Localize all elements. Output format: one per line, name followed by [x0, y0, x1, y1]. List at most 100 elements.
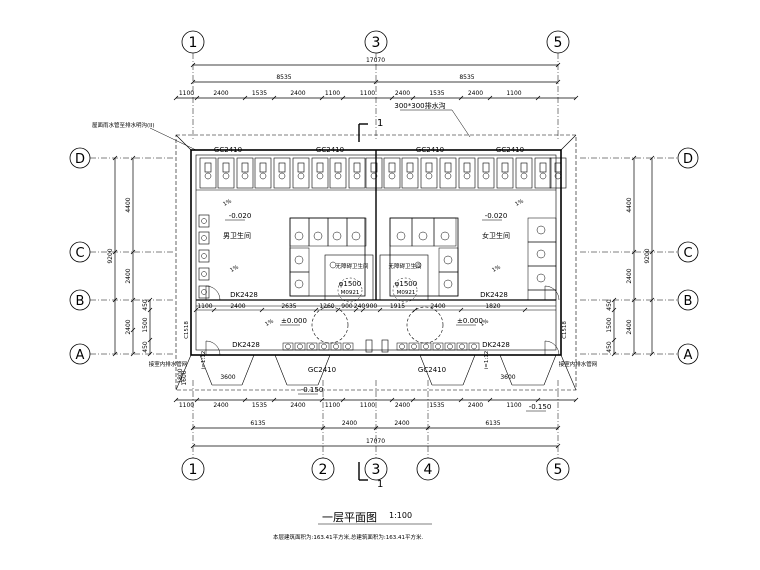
- dim-mid-row: 240: [354, 303, 366, 310]
- dim-left-inner: 4400: [125, 197, 132, 212]
- dim-mid-row: 2400: [430, 303, 445, 310]
- window-label-5: GC2410: [308, 366, 336, 374]
- level-main-right: -0.020: [485, 212, 508, 220]
- dim-bottom-axis: 2400: [394, 420, 409, 427]
- dim-mid-row: 1915: [390, 303, 405, 310]
- dim-overall-bottom: 17070: [366, 438, 385, 445]
- dim-top-seg: 2400: [468, 90, 483, 97]
- dim-right-inner: 2400: [626, 268, 633, 283]
- ramp-right: i=1:12: [484, 351, 490, 370]
- drawing-title: 一层平面图: [322, 511, 377, 524]
- grid-bubble-right-B: B: [684, 294, 693, 309]
- grid-bubble-left-B: B: [76, 294, 85, 309]
- dim-bottom-seg: 1100: [179, 402, 194, 409]
- window-label-6: GC2410: [418, 366, 446, 374]
- window-label-4: GC2410: [496, 146, 524, 154]
- dim-right-outer: 9200: [644, 248, 651, 263]
- dim-right-small: 450: [606, 341, 613, 353]
- door-m0921-2: M0921: [397, 290, 416, 296]
- dim-mid-row: 2400: [230, 303, 245, 310]
- slope-1: 1%: [222, 198, 233, 208]
- dim-top-seg: 2400: [395, 90, 410, 97]
- window-label-2: GC2410: [316, 146, 344, 154]
- women-room-label: 女卫生间: [482, 231, 510, 240]
- dim-top-seg: 1100: [506, 90, 521, 97]
- dim-top-seg: 1100: [325, 90, 340, 97]
- drawing-scale: 1:100: [389, 511, 413, 520]
- dim-bottom-seg: 2400: [290, 402, 305, 409]
- dim-top-seg: 1535: [252, 90, 267, 97]
- slope-4: 1%: [491, 264, 502, 274]
- dim-right-inner: 4400: [626, 197, 633, 212]
- grid-bubble-bottom-4: 4: [424, 462, 433, 478]
- level-main-left: -0.020: [229, 212, 252, 220]
- window-c1518-right: C1518: [562, 321, 568, 339]
- slope-5: 1%: [264, 318, 275, 328]
- door-dk-4: DK2428: [482, 341, 510, 349]
- dim-top-seg: 2400: [213, 90, 228, 97]
- dim-bottom-seg: 1100: [325, 402, 340, 409]
- dim-3600-left: 3600: [220, 374, 235, 381]
- level-ext-right: -0.150: [529, 403, 552, 411]
- grid-bubble-top-1: 1: [189, 35, 198, 51]
- dim-mid-row: 900: [341, 303, 353, 310]
- dim-right-small: 450: [606, 299, 613, 311]
- dim-bottom-axis: 6135: [485, 420, 500, 427]
- dim-overall-top: 17070: [366, 57, 385, 64]
- dim-bottom-seg: 1100: [360, 402, 375, 409]
- accessible-room-2: 无障碍卫生间: [388, 262, 421, 270]
- diameter-1: φ1500: [339, 280, 361, 288]
- level-zero-left: ±0.000: [281, 317, 307, 325]
- dim-bottom-axis: 2400: [342, 420, 357, 427]
- dim-left-small: 450: [142, 341, 149, 353]
- drain-label: 300*300排水沟: [394, 101, 445, 110]
- door-dk-2: DK2428: [480, 291, 508, 299]
- dim-top-seg: 1535: [429, 90, 444, 97]
- grid-bubble-top-5: 5: [554, 35, 563, 51]
- dim-1600: 1600: [181, 370, 188, 385]
- dim-left-inner: 2400: [125, 319, 132, 334]
- dim-top-seg: 1100: [179, 90, 194, 97]
- window-c1518-left: C1518: [184, 321, 190, 339]
- grid-bubble-left-D: D: [75, 152, 85, 167]
- dim-left-small: 1500: [142, 317, 149, 332]
- grid-bubble-right-D: D: [683, 152, 693, 167]
- dim-mid-row: 1260: [319, 303, 334, 310]
- dim-half-right: 8535: [459, 74, 474, 81]
- door-m0921-1: M0921: [341, 290, 360, 296]
- slope-3: 1%: [229, 264, 240, 274]
- dim-top-seg: 1100: [360, 90, 375, 97]
- grid-bubble-left-A: A: [76, 348, 85, 363]
- grid-bubble-bottom-5: 5: [554, 462, 563, 478]
- window-label-3: GC2410: [416, 146, 444, 154]
- dim-mid-row: 2635: [281, 303, 296, 310]
- grid-bubble-bottom-2: 2: [319, 462, 328, 478]
- sink-note-right: 接室内排水管网: [559, 360, 598, 368]
- window-label-1: GC2410: [214, 146, 242, 154]
- leader-note: 屋面雨水管至排水明沟(II): [92, 121, 155, 129]
- dim-right-small: 1500: [606, 317, 613, 332]
- accessible-room-1: 无障碍卫生间: [335, 262, 368, 270]
- grid-bubble-right-A: A: [684, 348, 693, 363]
- dim-top-seg: 2400: [290, 90, 305, 97]
- dim-bottom-seg: 1535: [429, 402, 444, 409]
- level-zero-right: ±0.000: [457, 317, 483, 325]
- dim-bottom-axis: 6135: [250, 420, 265, 427]
- door-dk-1: DK2428: [230, 291, 258, 299]
- dim-mid-row: 1820: [485, 303, 500, 310]
- men-room-label: 男卫生间: [223, 231, 251, 240]
- dim-mid-row: 900: [366, 303, 378, 310]
- grid-bubble-left-C: C: [75, 246, 84, 261]
- dim-bottom-seg: 1100: [506, 402, 521, 409]
- dim-mid-row: 1100: [197, 303, 212, 310]
- dim-bottom-seg: 2400: [395, 402, 410, 409]
- grid-bubble-top-3: 3: [372, 35, 381, 51]
- dim-half-left: 8535: [276, 74, 291, 81]
- dim-bottom-seg: 2400: [213, 402, 228, 409]
- section-mark-top: 1: [377, 118, 383, 129]
- grid-bubble-bottom-3: 3: [372, 462, 381, 478]
- dim-3600-right: 3600: [500, 374, 515, 381]
- dim-left-outer: 9200: [107, 248, 114, 263]
